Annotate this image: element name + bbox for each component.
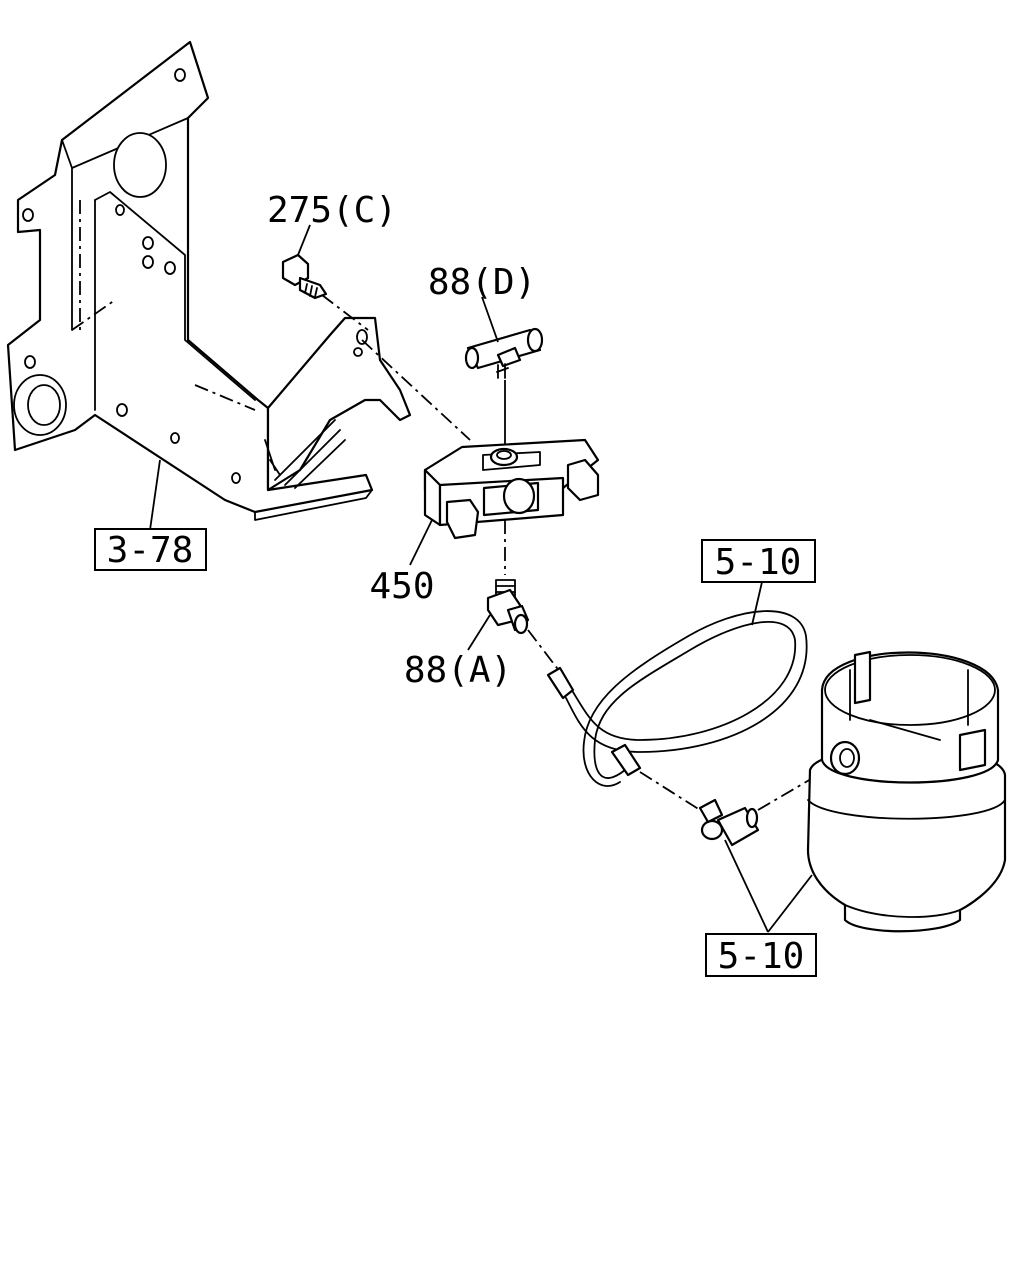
air-spring-ref-label: 5-10 (718, 936, 805, 977)
bolt-275c (281, 253, 369, 331)
tee-fitting-88d (464, 327, 544, 445)
hose-ref-label: 5-10 (715, 542, 802, 583)
elbow-fitting-88a (486, 520, 530, 635)
labels: 3-78 275(C) 88(D) 450 88(A) 5-10 5-10 (94, 190, 817, 977)
bracket-ref-box (94, 528, 207, 571)
bracket (6, 40, 412, 521)
air-spring-elbow (698, 764, 836, 847)
bracket-ref-label: 3-78 (107, 530, 194, 571)
tee-fitting-label: 88(D) (428, 262, 536, 303)
hose-ref-box (701, 539, 816, 583)
elbow-fitting-label: 88(A) (404, 650, 512, 691)
bolt-label: 275(C) (267, 190, 397, 231)
block-450 (361, 339, 600, 540)
block-label: 450 (369, 566, 434, 607)
air-spring-ref-box (705, 933, 817, 977)
leader-lines (149, 224, 813, 933)
air-spring (806, 650, 1007, 933)
hose (527, 610, 808, 811)
